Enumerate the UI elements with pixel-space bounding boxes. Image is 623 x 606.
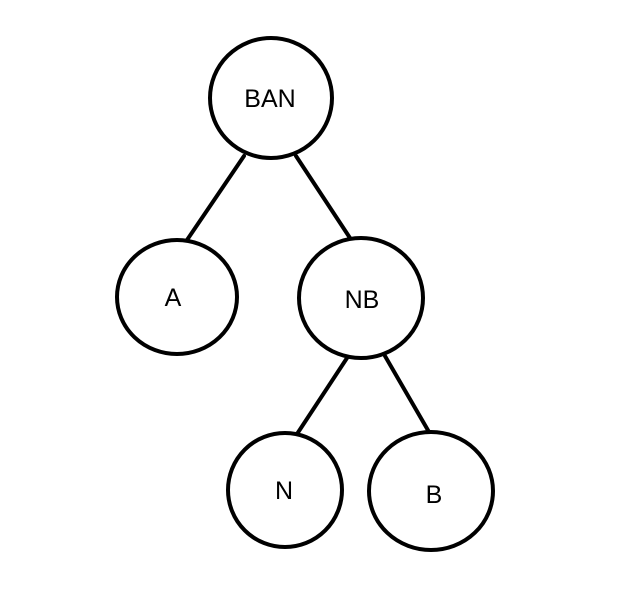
node-circle-b (367, 430, 495, 552)
tree-node-nb: NB (297, 236, 425, 360)
node-circle-n (226, 431, 344, 549)
edge-nb-n (295, 356, 349, 436)
node-label-ban: BAN (244, 85, 295, 113)
node-label-b: B (426, 481, 443, 509)
tree-edges (185, 154, 431, 436)
edge-ban-a (185, 154, 246, 242)
node-circle-nb (297, 236, 425, 360)
tree-node-b: B (367, 430, 495, 552)
node-label-n: N (275, 477, 293, 505)
edge-nb-b (383, 354, 431, 434)
tree-node-a: A (115, 238, 239, 356)
node-circle-ban (208, 36, 334, 160)
node-circle-a (115, 238, 239, 356)
node-label-nb: NB (345, 286, 380, 314)
edge-ban-nb (294, 154, 352, 240)
tree-node-n: N (226, 431, 344, 549)
node-label-a: A (165, 284, 182, 312)
tree-node-ban: BAN (208, 36, 334, 160)
